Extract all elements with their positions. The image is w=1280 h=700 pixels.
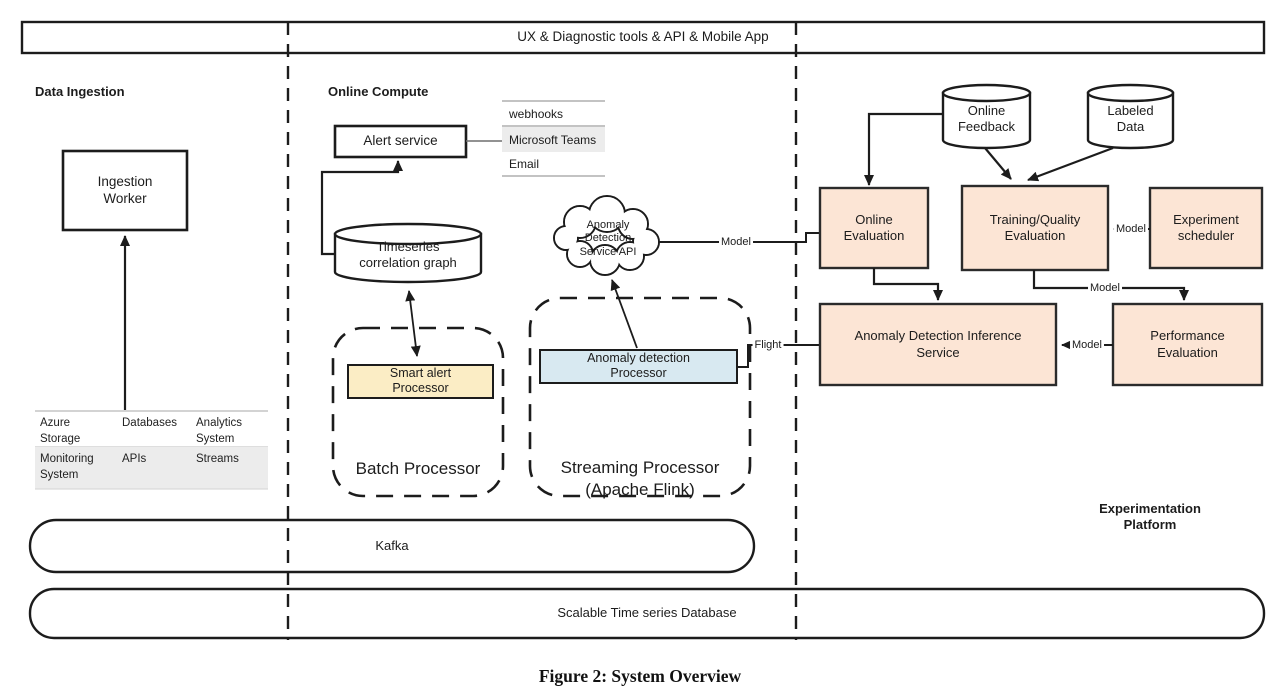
alert-service-box — [333, 124, 468, 159]
anomaly-detection-processor-box — [539, 349, 738, 384]
edge-processor-to-cloud — [610, 279, 638, 349]
online-feedback-cylinder-top — [941, 83, 1032, 103]
streaming-processor-container — [528, 296, 752, 498]
ux-api-header-bar — [20, 20, 1266, 55]
timeseries-cylinder-body — [333, 232, 483, 284]
table-cell-monitoring-system: Monitoring System — [40, 453, 94, 482]
edge-labeled-to-training — [1027, 146, 1114, 182]
table-row2-shading — [35, 447, 268, 489]
scalable-db-pill — [28, 587, 1266, 640]
inference-service-box — [818, 302, 1058, 387]
table-cell-apis: APIs — [122, 453, 147, 465]
experiment-scheduler-box — [1148, 186, 1264, 270]
channels-teams-shading — [502, 127, 605, 152]
edge-cloud-model-line — [659, 232, 820, 243]
figure-caption: Figure 2: System Overview — [538, 666, 742, 686]
table-cell-azure-storage: Azure Storage — [40, 417, 81, 446]
edge-timeseries-smartalert — [405, 290, 421, 357]
edge-feedback-to-online-eval — [864, 112, 943, 186]
ingestion-worker-box — [61, 149, 189, 232]
training-quality-box — [960, 184, 1110, 272]
table-cell-streams: Streams — [196, 453, 239, 465]
table-cell-analytics-system: Analytics System — [196, 417, 243, 446]
edge-training-to-performance — [1032, 270, 1189, 301]
online-evaluation-box — [818, 186, 930, 270]
labeled-data-cylinder-top — [1086, 83, 1175, 103]
table-cell-databases: Databases — [122, 417, 177, 429]
labeled-data-cylinder-body — [1086, 91, 1175, 150]
kafka-pill — [28, 518, 756, 574]
batch-processor-container — [331, 326, 505, 498]
online-feedback-cylinder-body — [941, 91, 1032, 150]
edge-flight-line — [737, 344, 820, 368]
edge-online-eval-to-inference — [872, 268, 943, 301]
service-api-cloud — [553, 195, 660, 276]
smart-alert-processor-box — [347, 364, 494, 399]
performance-evaluation-box — [1111, 302, 1264, 387]
edge-feedback-to-training — [984, 147, 1012, 180]
timeseries-cylinder-top — [333, 222, 483, 246]
edge-timeseries-to-alert — [320, 160, 403, 256]
